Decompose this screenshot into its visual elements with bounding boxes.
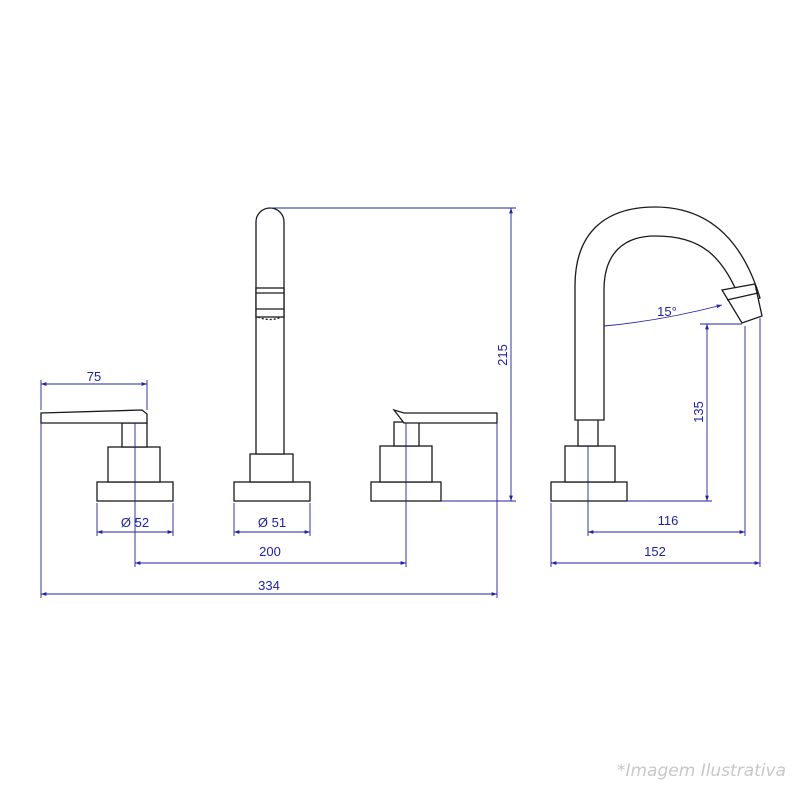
dim-overall-width: 334 <box>40 423 498 598</box>
illustrative-image-caption: *Imagem Ilustrativa <box>617 761 786 781</box>
dim-label-116: 116 <box>658 513 679 528</box>
dim-spout-angle: 15° <box>603 304 723 327</box>
dim-label-152: 152 <box>644 544 666 559</box>
dim-label-215: 215 <box>495 344 510 366</box>
dim-spout-height: 215 <box>270 207 516 502</box>
dim-label-15-degrees: 15° <box>657 304 677 319</box>
dim-side-depth: 152 <box>550 318 761 567</box>
dim-spout-base-diameter: Ø 51 <box>233 503 311 536</box>
left-handle-valve <box>40 409 174 502</box>
dim-outlet-height: 135 <box>627 323 742 502</box>
dim-handle-spacing: 200 <box>134 423 407 567</box>
dim-label-135: 135 <box>691 401 706 423</box>
dim-handle-width: 75 <box>40 369 148 410</box>
center-spout <box>233 207 311 502</box>
right-handle-valve <box>370 408 498 502</box>
dim-label-200: 200 <box>259 544 281 559</box>
dim-side-reach: 116 <box>587 326 746 536</box>
dim-label-334: 334 <box>258 578 280 593</box>
side-view-faucet <box>550 206 763 502</box>
dim-label-diameter-51: Ø 51 <box>258 515 286 530</box>
dim-label-75: 75 <box>87 369 101 384</box>
